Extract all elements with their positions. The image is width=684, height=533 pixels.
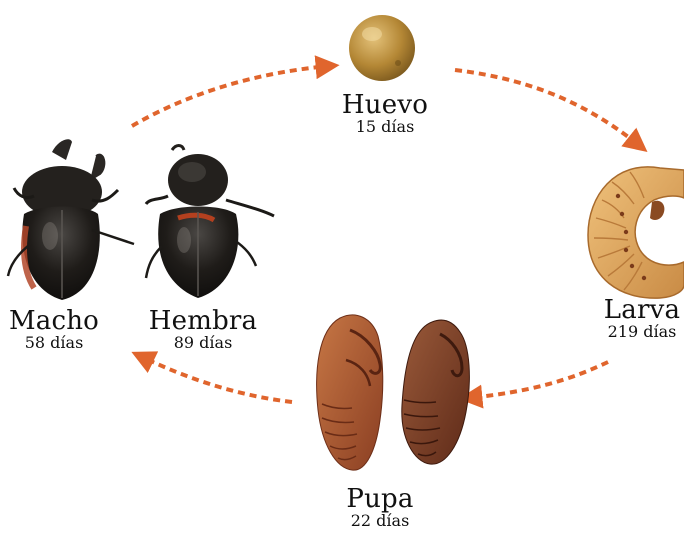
stage-duration-pupa: 22 días: [330, 513, 430, 529]
arrow-pupa-to-adult: [140, 356, 292, 402]
stage-label-larva: Larva 219 días: [596, 297, 684, 340]
stage-label-macho: Macho 58 días: [4, 308, 104, 351]
stage-name-pupa: Pupa: [330, 486, 430, 512]
pupa-image-1: [317, 315, 383, 470]
stage-name-larva: Larva: [596, 297, 684, 323]
stage-name-macho: Macho: [4, 308, 104, 334]
stage-duration-hembra: 89 días: [148, 335, 258, 351]
male-beetle-image: [8, 139, 134, 300]
stage-duration-huevo: 15 días: [330, 119, 440, 135]
pupa-image-2: [402, 320, 470, 464]
stage-name-huevo: Huevo: [330, 92, 440, 118]
female-beetle-image: [146, 146, 274, 299]
stage-label-hembra: Hembra 89 días: [148, 308, 258, 351]
arrow-larva-to-pupa: [468, 362, 608, 398]
stage-duration-larva: 219 días: [596, 324, 684, 340]
egg-image: [349, 15, 415, 81]
stage-label-huevo: Huevo 15 días: [330, 92, 440, 135]
stage-name-hembra: Hembra: [148, 308, 258, 334]
larva-image: [588, 167, 684, 298]
arrow-adult-to-egg: [132, 66, 330, 126]
arrow-egg-to-larva: [455, 70, 640, 146]
stage-duration-macho: 58 días: [4, 335, 104, 351]
stage-label-pupa: Pupa 22 días: [330, 486, 430, 529]
